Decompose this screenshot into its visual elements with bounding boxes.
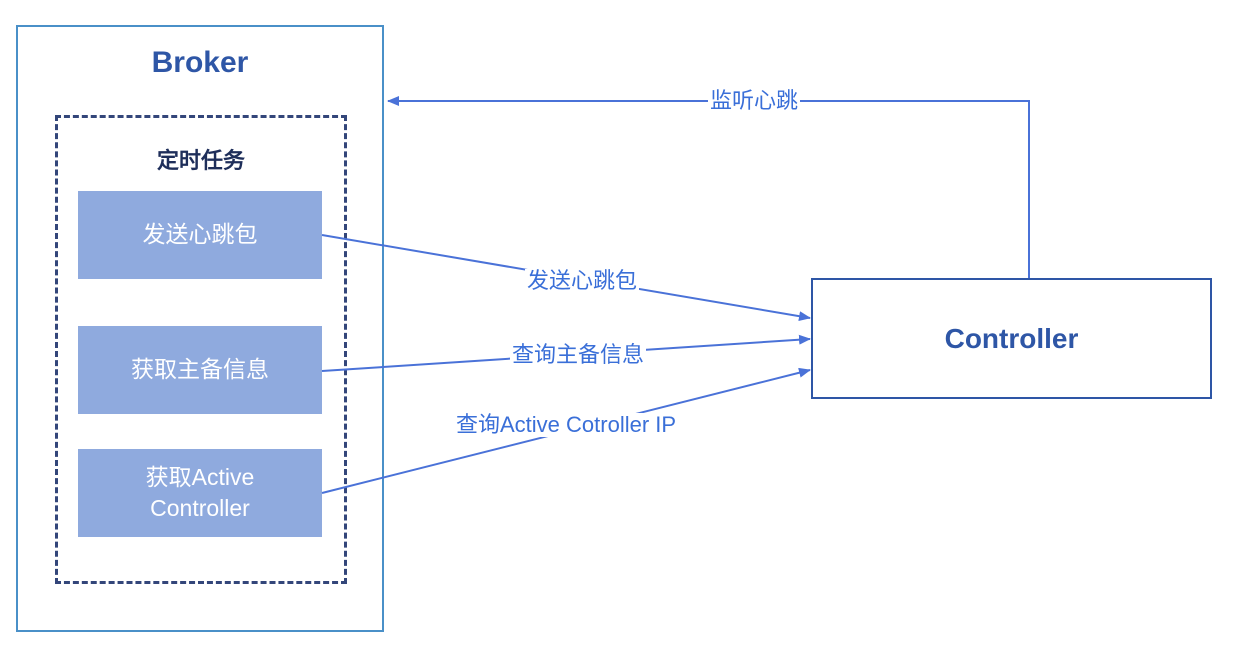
task-get-master-slave-label: 获取主备信息 (131, 356, 269, 383)
edge-label-listen-heartbeat: 监听心跳 (708, 88, 801, 114)
edge-label-send-heartbeat: 发送心跳包 (525, 268, 640, 294)
broker-title: Broker (151, 46, 249, 79)
task-send-heartbeat: 发送心跳包 (78, 191, 322, 279)
edge-label-query-active-controller: 查询Active Cotroller IP (454, 412, 679, 438)
scheduled-task-group (55, 115, 347, 584)
task-get-active-controller-label: 获取Active Controller (145, 463, 255, 521)
task-get-active-controller: 获取Active Controller (78, 449, 322, 537)
broker-container (16, 25, 384, 632)
task-send-heartbeat-label: 发送心跳包 (142, 221, 258, 248)
edge-label-query-master-slave: 查询主备信息 (510, 342, 647, 368)
task-get-master-slave: 获取主备信息 (78, 326, 322, 414)
edge-listen-heartbeat (387, 96, 1030, 278)
scheduled-task-title: 定时任务 (156, 148, 245, 173)
controller-box: Controller (811, 278, 1212, 399)
controller-title: Controller (944, 322, 1079, 354)
